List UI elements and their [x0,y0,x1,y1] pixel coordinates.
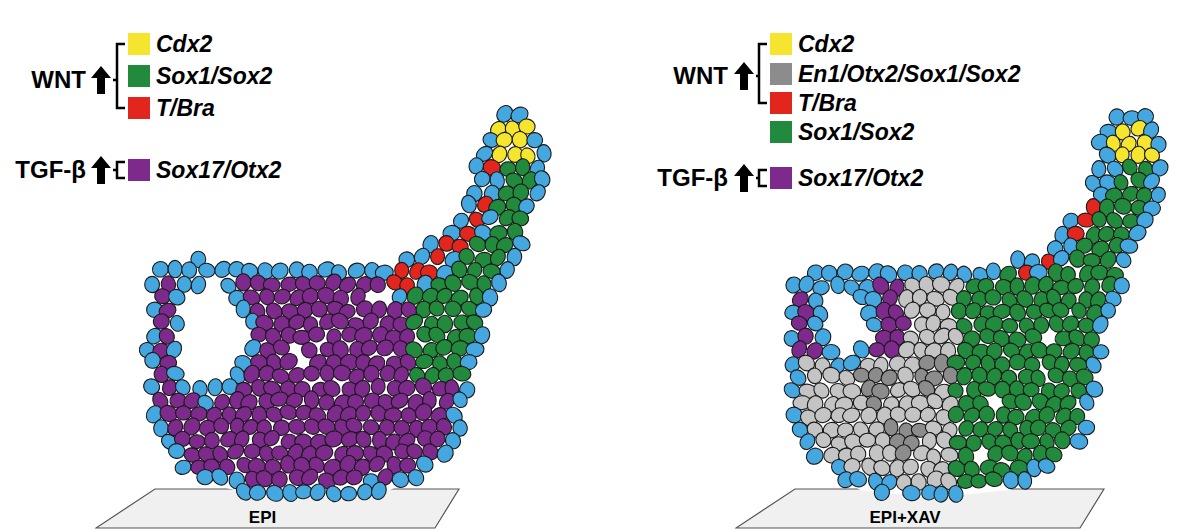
cell [868,341,886,358]
pathway-label: WNT [31,66,86,94]
cell [168,443,186,459]
gene-label: Sox1/Sox2 [156,62,272,90]
cell [459,194,478,215]
plate-label: EPI+XAV [869,508,940,527]
cell [1009,354,1026,370]
cell [196,469,213,485]
cell [307,326,326,344]
cell [901,484,921,502]
up-arrow [734,62,754,90]
cell [287,418,306,435]
up-arrow [91,66,111,94]
cell [933,485,949,503]
plate-label: EPI [249,508,276,527]
cell [368,274,389,295]
gene-label: En1/Otx2/Sox1/Sox2 [798,60,1020,88]
cell [319,364,334,382]
pathway-label: TGF-β [657,164,728,192]
gene-label: T/Bra [156,94,215,122]
arrow-group [91,62,754,192]
organoid [136,102,553,504]
cell [344,468,364,487]
cell [803,445,826,467]
legend-swatch [770,33,792,55]
cell [1017,471,1033,490]
legend-swatch [770,167,792,189]
cell [243,443,261,460]
pathway-label: TGF-β [15,156,86,184]
cell [1069,432,1090,451]
cell [248,484,267,502]
legend-swatch [770,92,792,114]
cell [369,480,389,502]
gene-label: Sox1/Sox2 [798,118,914,146]
cell [894,315,912,331]
pathway-label: WNT [673,62,728,90]
cell [1002,471,1020,490]
legend-swatch [128,97,150,119]
cell [822,344,840,360]
bracket [113,162,125,178]
cell [1078,420,1095,435]
bracket [756,170,767,186]
cell [434,442,456,465]
organoid-ground [146,110,548,497]
cell [986,262,1002,280]
bracket [756,44,767,103]
cell [951,303,967,320]
organoid-group [136,102,1171,504]
cell [340,486,357,502]
gene-label: Cdx2 [798,30,854,58]
legend-swatch [770,121,792,143]
legend-swatch [128,159,150,181]
organoid [781,107,1171,504]
cell [947,484,964,503]
cell [307,481,328,503]
cell [405,467,427,489]
cell [983,288,1003,307]
cell [207,378,223,397]
cell [1036,456,1057,476]
cell [209,466,231,489]
cell [168,260,183,278]
cell [173,458,193,477]
cell [479,207,500,227]
cell [189,274,208,295]
organoid-ground [785,112,1165,498]
cell [390,469,412,490]
gene-label: Sox17/Otx2 [798,164,923,192]
cell [983,470,1004,489]
cell [979,406,995,423]
up-arrow [734,164,754,192]
legend-swatch [128,33,150,55]
cell [235,273,251,291]
legend-swatch [770,63,792,85]
gene-label: Sox17/Otx2 [156,156,281,184]
cell [873,483,891,502]
up-arrow [91,156,111,184]
gene-label: Cdx2 [156,30,212,58]
cell [429,248,445,266]
cell [806,367,822,385]
cell [905,407,921,422]
legend-swatch [128,65,150,87]
bracket [113,44,125,108]
cell [452,365,472,382]
cell [302,364,322,383]
cell [847,469,868,489]
cell [971,474,987,488]
gene-label: T/Bra [798,89,857,117]
cell [152,312,171,330]
